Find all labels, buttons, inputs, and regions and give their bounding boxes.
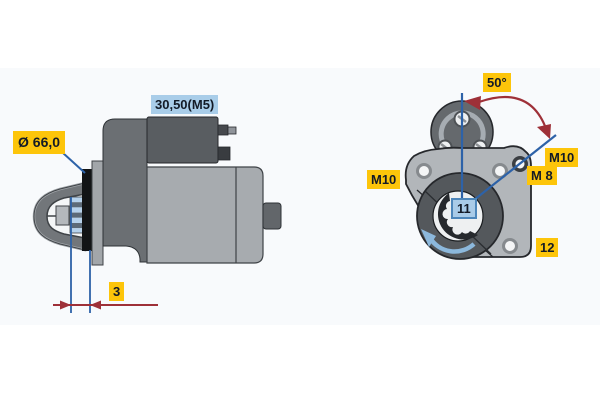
dimension-arrow-right-icon xyxy=(60,300,71,310)
arc-arrowhead-left-icon xyxy=(464,96,481,110)
dimension-arrow-left-icon xyxy=(90,300,101,310)
m10-left-label: M10 xyxy=(367,170,401,189)
angle-50-label: 50° xyxy=(483,73,511,92)
terminal-stud-50 xyxy=(217,146,231,161)
callout-11-label: 11 xyxy=(451,198,477,219)
solenoid-side xyxy=(146,116,237,164)
terminal-stud-30 xyxy=(227,126,237,135)
angle-arc-icon xyxy=(478,95,547,127)
rotation-arrow-icon xyxy=(428,236,476,254)
dimension-3-label: 3 xyxy=(109,282,125,301)
mounting-hole-top-left xyxy=(416,163,432,179)
mounting-flange xyxy=(82,169,92,251)
starter-side-view xyxy=(32,116,282,313)
diameter-leader-line xyxy=(62,152,86,174)
m10-right-label: M10 xyxy=(545,148,579,167)
pinion-gear xyxy=(69,196,84,234)
m8-label: M 8 xyxy=(527,166,557,185)
body-stud xyxy=(262,202,282,230)
shaft-end xyxy=(55,205,70,226)
mounting-hole-bottom xyxy=(502,238,518,254)
angled-reference-line xyxy=(473,134,557,201)
diameter-label: Ø 66,0 xyxy=(13,131,66,154)
starter-front-view xyxy=(404,93,557,260)
angle-dimension xyxy=(460,93,557,201)
arc-arrowhead-right-icon xyxy=(537,124,551,139)
rotation-arrowhead-icon xyxy=(421,229,436,247)
mounting-hole-top-right xyxy=(492,163,508,179)
end-plate xyxy=(91,160,104,266)
drive-housing xyxy=(102,118,148,263)
motor-body xyxy=(146,166,264,264)
pinion-front xyxy=(437,193,478,240)
thread-size-label: 30,50(M5) xyxy=(151,95,219,114)
callout-12-label: 12 xyxy=(536,238,559,257)
dimension-3-lines xyxy=(53,197,158,313)
